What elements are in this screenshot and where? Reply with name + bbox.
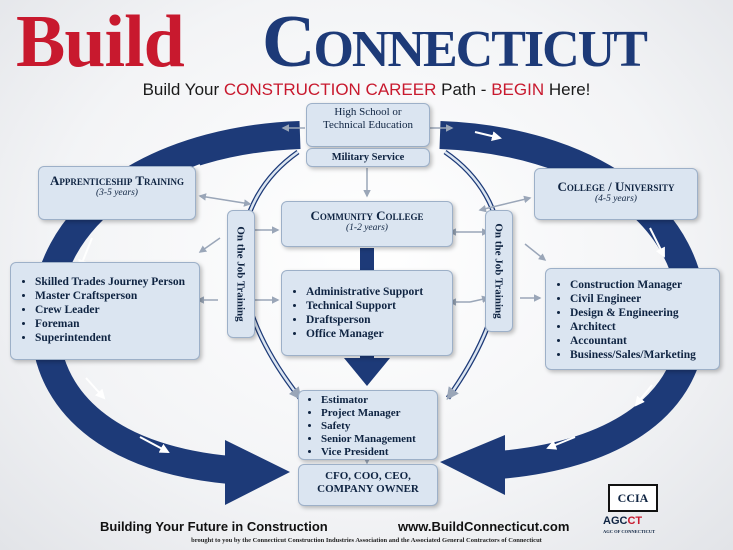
footer-slogan: Building Your Future in Construction [100,519,328,534]
list-item: Office Manager [306,327,446,341]
list-item: Architect [570,320,713,334]
high-school-box: High School or Technical Education [306,103,430,147]
professional-list: Construction Manager Civil Engineer Desi… [552,278,713,362]
list-item: Superintendent [35,331,193,345]
list-item: Senior Management [321,433,433,446]
list-item: Foreman [35,317,193,331]
list-item: Design & Engineering [570,306,713,320]
executive-box: CFO, COO, CEO, COMPANY OWNER [298,464,438,506]
list-item: Skilled Trades Journey Person [35,275,193,289]
tagline: Build Your CONSTRUCTION CAREER Path - BE… [142,80,591,99]
list-item: Business/Sales/Marketing [570,348,713,362]
footer-credit: brought to you by the Connecticut Constr… [191,537,542,544]
list-item: Technical Support [306,299,446,313]
right-arc-arrowhead [440,435,505,495]
list-item: Vice President [321,446,433,459]
skilled-trades-list: Skilled Trades Journey Person Master Cra… [17,275,193,345]
footer-website-link[interactable]: www.BuildConnecticut.com [398,519,570,534]
list-item: Safety [321,420,433,433]
list-item: Project Manager [321,407,433,420]
on-the-job-training-left: On the Job Training [227,210,255,338]
skilled-trades-list-box: Skilled Trades Journey Person Master Cra… [10,262,200,360]
community-college-box: Community College (1-2 years) [281,201,453,247]
administrative-list: Administrative Support Technical Support… [288,285,446,341]
left-arc-arrowhead [225,440,290,505]
agc-ct-logo-subtitle: AGC OF CONNECTICUT [603,529,656,534]
logo-connecticut-text: Connecticut [262,1,648,83]
logo-build-text: Build [16,1,185,83]
list-item: Administrative Support [306,285,446,299]
list-item: Accountant [570,334,713,348]
management-list: Estimator Project Manager Safety Senior … [303,394,433,459]
professional-list-box: Construction Manager Civil Engineer Desi… [545,268,720,370]
college-university-box: College / University (4-5 years) [534,168,698,220]
list-item: Estimator [321,394,433,407]
list-item: Civil Engineer [570,292,713,306]
management-list-box: Estimator Project Manager Safety Senior … [298,390,438,460]
military-service-box: Military Service [306,148,430,167]
list-item: Draftsperson [306,313,446,327]
build-connecticut-logo: Build Connecticut [0,4,733,80]
on-the-job-training-right: On the Job Training [485,210,513,332]
agc-ct-logo: AGCCT [603,515,643,527]
list-item: Crew Leader [35,303,193,317]
apprenticeship-training-box: Apprenticeship Training (3-5 years) [38,166,196,220]
list-item: Construction Manager [570,278,713,292]
list-item: Master Craftsperson [35,289,193,303]
administrative-list-box: Administrative Support Technical Support… [281,270,453,356]
ccia-logo: CCIA [608,484,658,512]
